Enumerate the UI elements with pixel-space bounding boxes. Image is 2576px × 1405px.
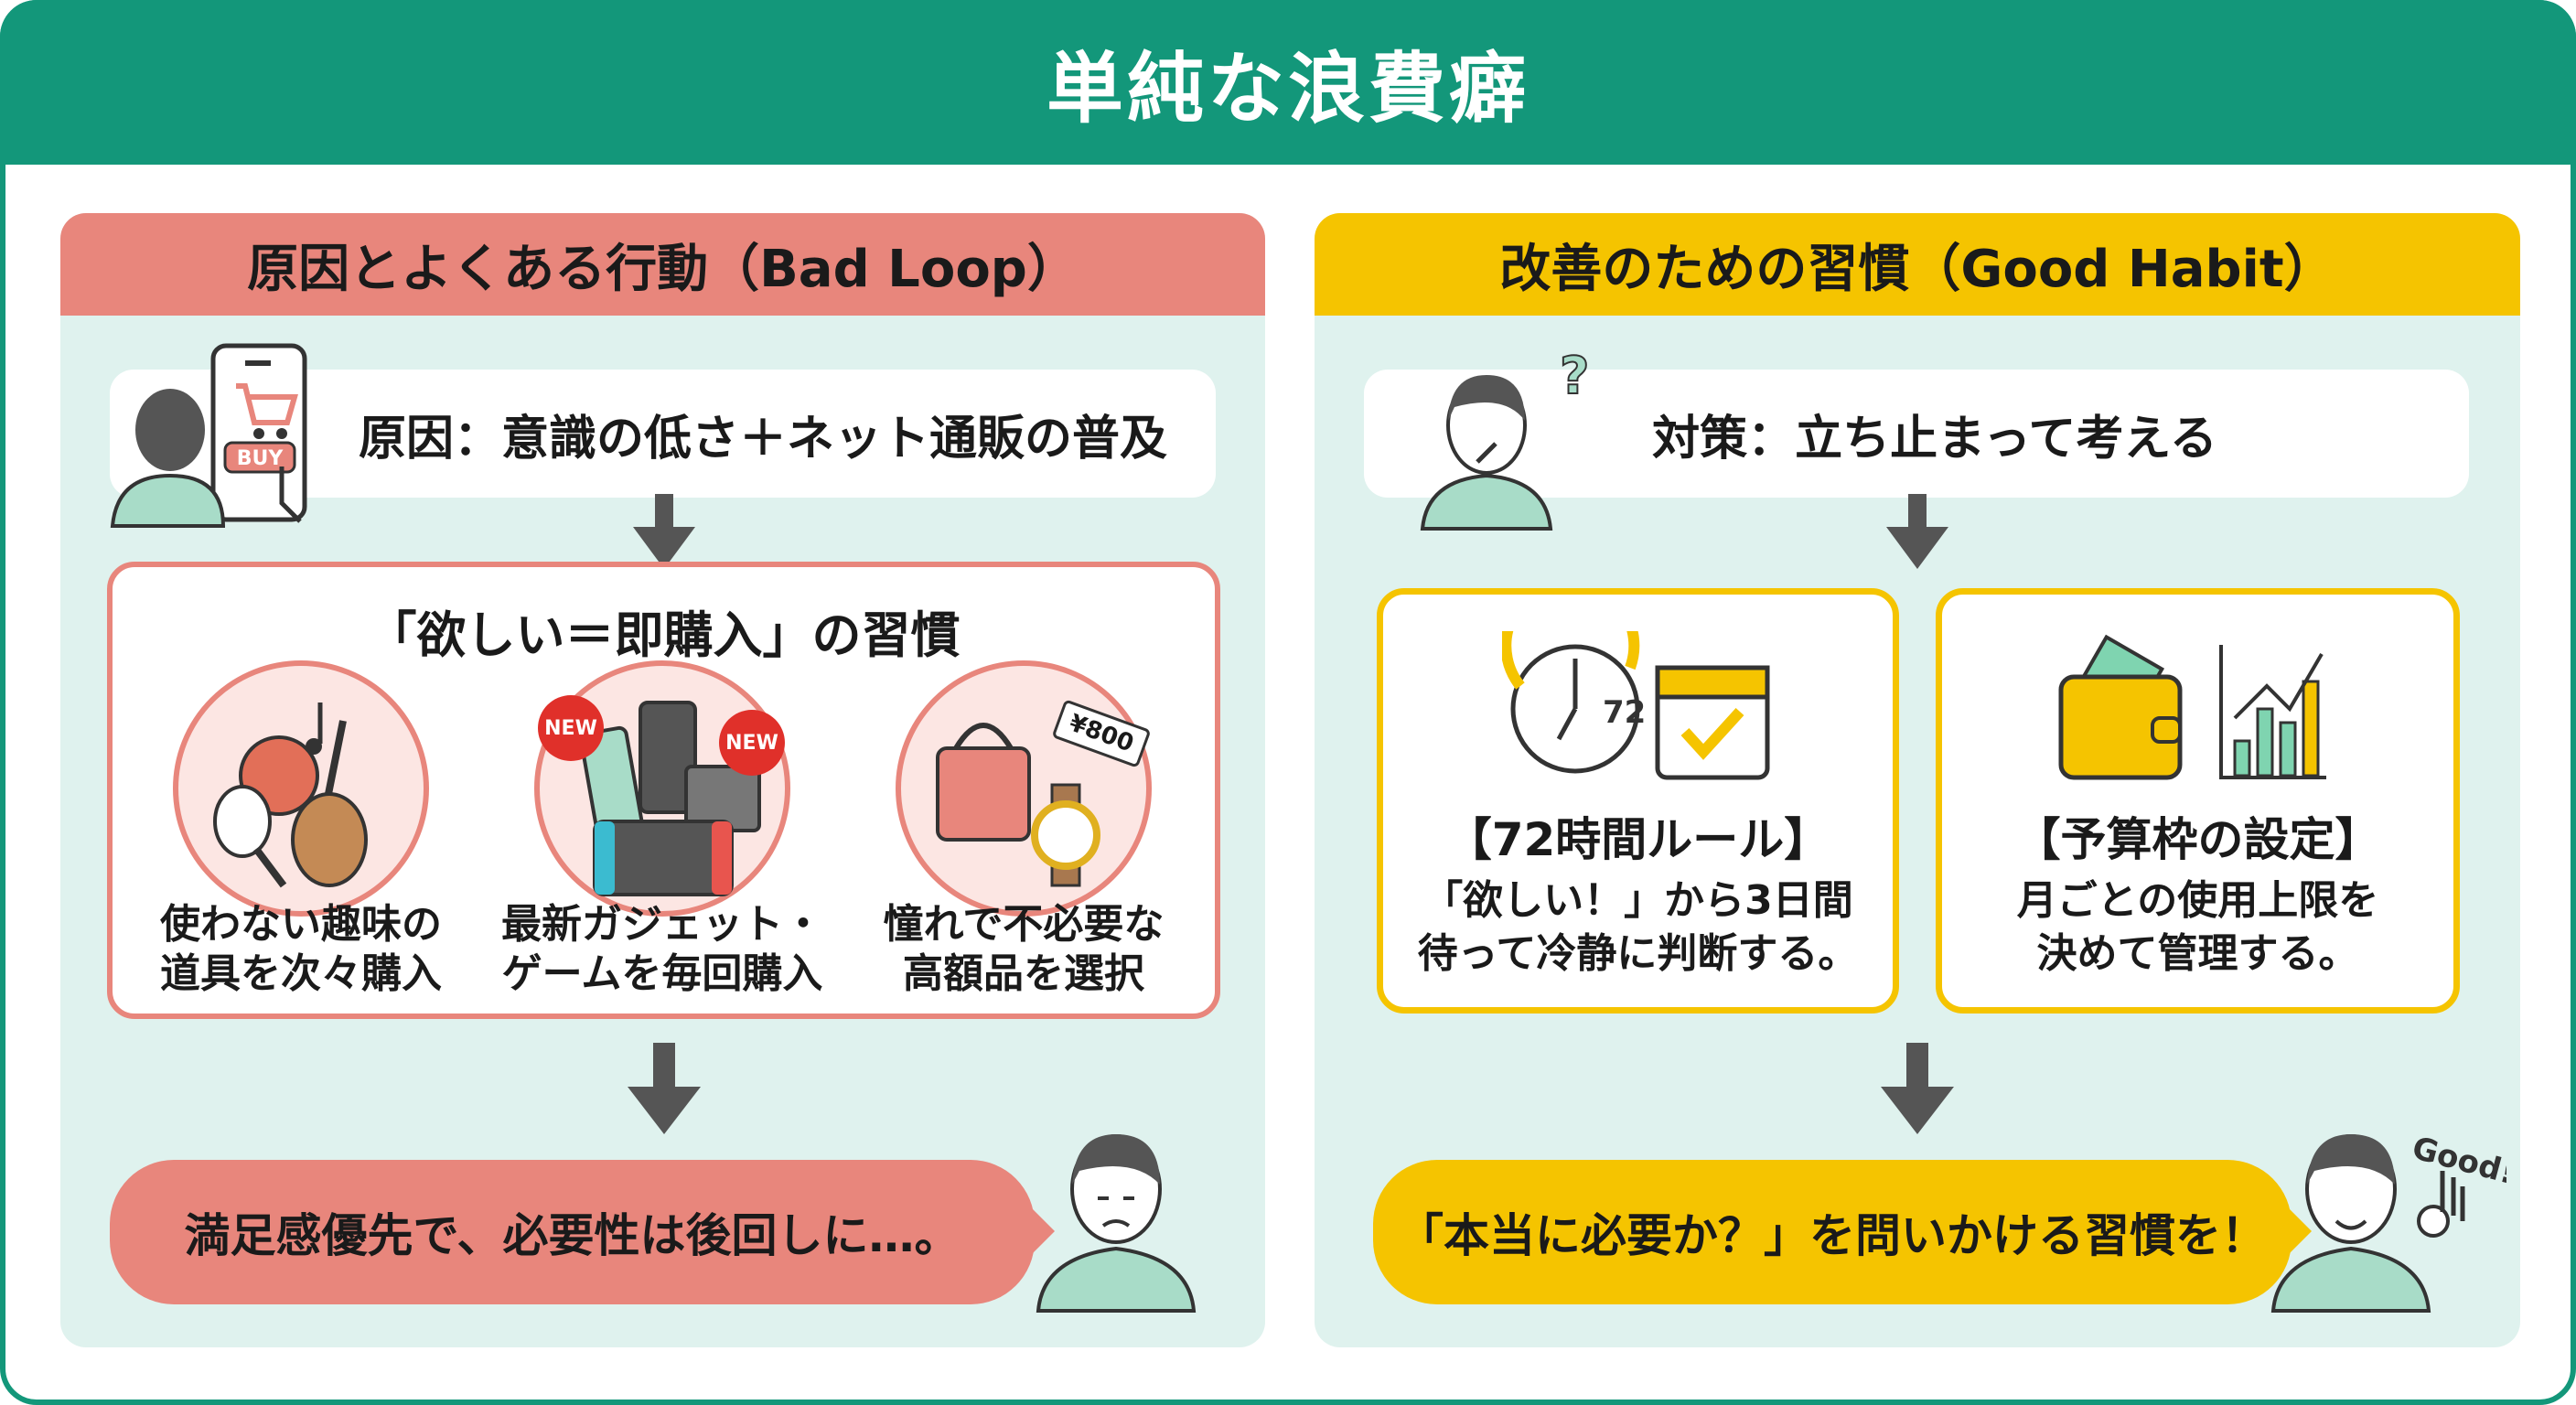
good-result-text: 「本当に必要か？」を問いかける習慣を！ bbox=[1398, 1209, 2267, 1262]
sad-person-icon bbox=[1036, 1134, 1197, 1313]
new-badge: NEW bbox=[719, 710, 785, 776]
rule-72h-desc: 「欲しい！」から3日間待って冷静に判断する。 bbox=[1417, 877, 1859, 977]
bad-cause-text: 原因：意識の低さ＋ネット通販の普及 bbox=[359, 411, 1168, 467]
bubble-tail bbox=[2290, 1209, 2312, 1253]
person-phone-shopping-icon: BUY bbox=[110, 343, 307, 528]
rule-72h-card: 72 【72時間ルール】 「欲しい！」から3日間待って冷静に判断する。 bbox=[1377, 588, 1899, 1014]
good-result-bubble: 「本当に必要か？」を問いかける習慣を！ bbox=[1373, 1160, 2292, 1304]
good-cause-box: 対策：立ち止まって考える bbox=[1364, 370, 2469, 498]
thinking-person-icon: ? bbox=[1420, 346, 1590, 531]
luxury-items-icon bbox=[896, 660, 1152, 917]
rule-72h-title: 【72時間ルール】 bbox=[1445, 813, 1830, 866]
new-badge: NEW bbox=[538, 695, 604, 761]
ok-sign-person-icon: Good! bbox=[2270, 1130, 2506, 1313]
bad-item-luxury: 憧れで不必要な高額品を選択 bbox=[883, 901, 1165, 997]
budget-desc: 月ごとの使用上限を決めて管理する。 bbox=[2016, 877, 2379, 977]
clock-calendar-icon: 72 bbox=[1502, 631, 1770, 780]
good-label: Good! bbox=[2409, 1130, 2506, 1192]
good-habit-header: 改善のための習慣（Good Habit） bbox=[1315, 213, 2520, 316]
gadgets-icon bbox=[534, 660, 790, 917]
title-banner: 単純な浪費癖 bbox=[0, 0, 2576, 165]
budget-card: 【予算枠の設定】 月ごとの使用上限を決めて管理する。 bbox=[1936, 588, 2460, 1014]
bad-result-bubble: 満足感優先で、必要性は後回しに…。 bbox=[110, 1160, 1035, 1304]
bad-item-hobby: 使わない趣味の道具を次々購入 bbox=[160, 901, 442, 997]
clock-label: 72 bbox=[1603, 694, 1646, 731]
question-mark: ? bbox=[1560, 347, 1589, 406]
hobby-items-icon bbox=[173, 660, 429, 917]
bad-item-gadgets: 最新ガジェット・ゲームを毎回購入 bbox=[501, 901, 823, 997]
good-cause-text: 対策：立ち止まって考える bbox=[1652, 411, 2217, 467]
page-title: 単純な浪費癖 bbox=[1046, 43, 1530, 134]
buy-label: BUY bbox=[237, 447, 284, 470]
wallet-chart-icon bbox=[2058, 634, 2326, 780]
bad-loop-header: 原因とよくある行動（Bad Loop） bbox=[60, 213, 1265, 316]
impulse-habit-title: 「欲しい＝即購入」の習慣 bbox=[367, 606, 961, 664]
budget-title: 【予算枠の設定】 bbox=[2014, 813, 2381, 866]
bad-result-text: 満足感優先で、必要性は後回しに…。 bbox=[184, 1209, 961, 1262]
bubble-tail bbox=[1033, 1209, 1055, 1253]
